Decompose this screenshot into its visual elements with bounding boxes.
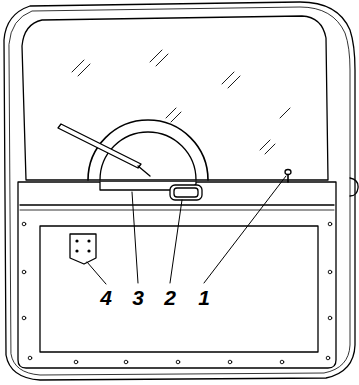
callout-number: 4 <box>99 287 113 308</box>
screws <box>22 222 332 364</box>
leader-lines <box>87 176 286 284</box>
door-handle <box>170 185 202 200</box>
door-handle-recess <box>174 188 198 197</box>
wiper-blade <box>58 124 141 168</box>
callout-number: 1 <box>197 287 211 308</box>
trim-band <box>20 204 334 205</box>
callout-number: 3 <box>131 287 145 308</box>
door-latch <box>350 178 358 196</box>
door-outline <box>4 2 355 380</box>
hinge-plate <box>70 234 96 264</box>
window-glass <box>22 16 328 180</box>
hinge-bolts <box>75 239 90 252</box>
door-edge-inner <box>9 7 350 375</box>
lock-knob <box>287 174 289 182</box>
callout-number: 2 <box>163 287 177 308</box>
trim-band <box>20 210 334 211</box>
lock-knob-head <box>285 170 291 175</box>
wiper-arm <box>138 166 150 176</box>
lower-panel <box>40 226 318 352</box>
trim-panel <box>18 182 336 368</box>
